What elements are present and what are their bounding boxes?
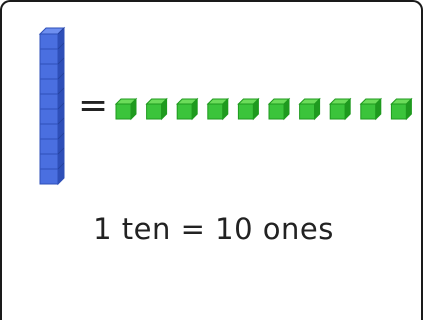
one-cube-front	[176, 103, 193, 120]
ten-rod-side-line	[57, 42, 65, 50]
ones-cubes	[114, 97, 413, 121]
one-cube-side	[283, 97, 290, 121]
ten-rod-unit	[39, 48, 59, 65]
one-cube-front	[146, 103, 163, 120]
one-cube	[145, 97, 168, 121]
one-cube-side	[222, 97, 229, 121]
one-cube	[237, 97, 260, 121]
one-cube	[390, 97, 413, 121]
ten-rod-unit	[39, 63, 59, 80]
ten-rod-side-line	[57, 72, 65, 80]
one-cube-front	[268, 103, 285, 120]
ten-rod-unit	[39, 138, 59, 155]
one-cube	[328, 97, 352, 121]
one-cube-front	[207, 103, 224, 120]
ten-rod-side-line	[57, 87, 65, 95]
ten-rod-side-line	[57, 102, 65, 110]
equals-sign: =	[78, 85, 109, 126]
one-cube-side	[344, 97, 351, 121]
one-cube-side	[375, 97, 382, 121]
one-cube	[298, 97, 321, 121]
one-cube	[359, 97, 383, 121]
one-cube-side	[130, 97, 137, 121]
ten-rod-side-line	[57, 27, 65, 35]
one-cube-front	[390, 103, 407, 120]
one-cube	[267, 97, 291, 121]
ten-rod-side-line	[57, 162, 65, 170]
ten-rod-unit	[39, 108, 59, 125]
ten-rod-unit	[39, 93, 59, 110]
ten-rod-unit	[39, 78, 59, 95]
ten-rod-side-line	[57, 57, 65, 65]
ten-rod-unit	[39, 33, 59, 50]
one-cube-side	[405, 97, 412, 121]
one-cube-front	[360, 103, 377, 120]
ten-rod-unit	[39, 168, 59, 185]
ten-rod-side-line	[57, 117, 65, 125]
caption-text: 1 ten = 10 ones	[93, 212, 334, 246]
one-cube-front	[237, 103, 254, 120]
one-cube-side	[191, 97, 198, 121]
one-cube	[114, 97, 138, 121]
one-cube	[175, 97, 199, 121]
one-cube-front	[329, 103, 346, 120]
one-cube-front	[299, 103, 316, 120]
one-cube-side	[161, 97, 168, 121]
ten-rod-unit	[39, 123, 59, 140]
one-cube-side	[314, 97, 321, 121]
ten-rod-side-line	[57, 132, 65, 140]
one-cube-front	[115, 103, 132, 120]
one-cube	[206, 97, 230, 121]
ten-rod-unit	[39, 153, 59, 170]
ten-rod	[38, 26, 66, 186]
one-cube-side	[252, 97, 259, 121]
ten-rod-side-line	[57, 147, 65, 155]
